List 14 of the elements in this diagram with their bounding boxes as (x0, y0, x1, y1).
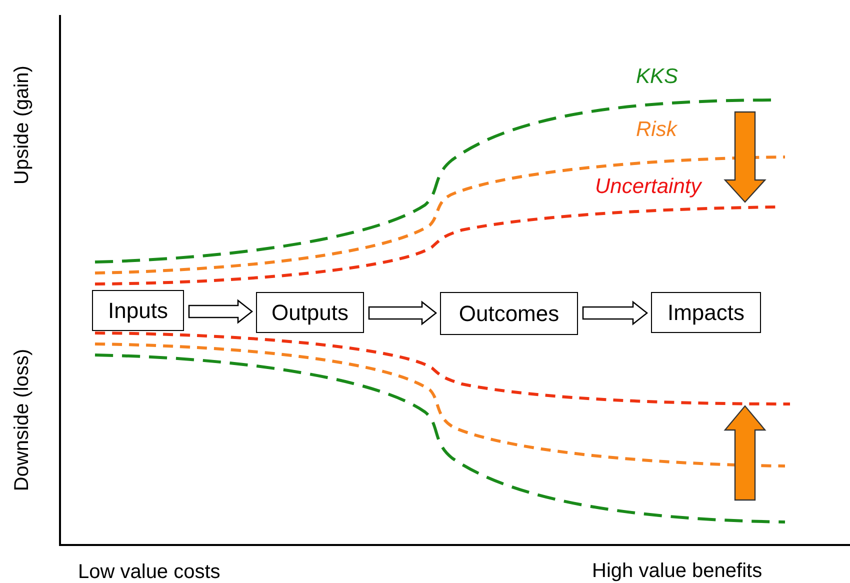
block-arrow (582, 300, 648, 326)
curve-label: Uncertainty (595, 176, 702, 197)
curve-label: KKS (636, 66, 678, 87)
process-box: Impacts (651, 292, 761, 333)
axis-label: Low value costs (78, 562, 220, 582)
process-box: Outputs (256, 292, 364, 333)
axis-label: Upside (gain) (12, 66, 32, 184)
process-box: Inputs (92, 290, 184, 331)
axis-label: Downside (loss) (12, 348, 32, 492)
curve-label: Risk (636, 119, 677, 140)
block-arrow (188, 299, 254, 324)
process-box: Outcomes (440, 292, 578, 335)
axis-label: High value benefits (592, 561, 762, 581)
block-arrow (368, 300, 438, 326)
